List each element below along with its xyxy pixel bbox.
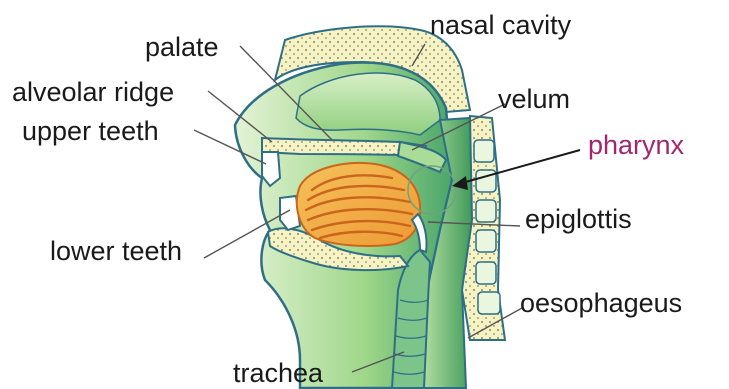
label-oesophageus: oesophageus: [520, 288, 682, 318]
label-lower-teeth: lower teeth: [50, 236, 182, 266]
upper-teeth-shape: [262, 152, 280, 186]
label-nasal-cavity: nasal cavity: [430, 10, 571, 40]
label-epiglottis: epiglottis: [525, 204, 632, 234]
label-velum: velum: [498, 84, 570, 114]
label-palate: palate: [145, 32, 219, 62]
label-alveolar-ridge: alveolar ridge: [12, 77, 174, 107]
label-pharynx: pharynx: [588, 130, 684, 160]
label-upper-teeth: upper teeth: [22, 116, 159, 146]
label-trachea: trachea: [233, 358, 323, 388]
